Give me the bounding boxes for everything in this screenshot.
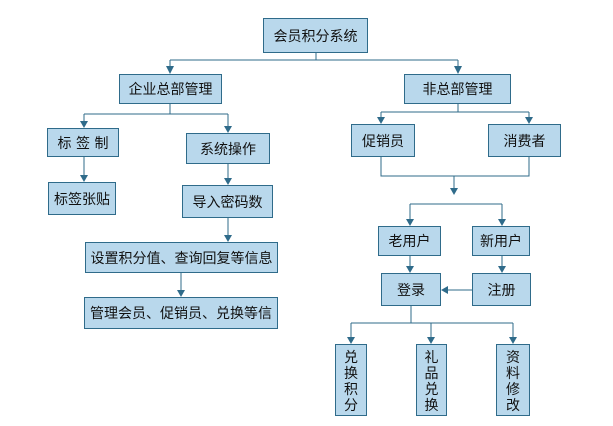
node-profile-edit-char-2: 料	[506, 366, 520, 382]
arrow-to-redeem-points	[347, 337, 355, 344]
node-set-points: 设置积分值、查询回复等信息	[85, 242, 278, 273]
node-gift-redeem-char-1: 礼	[424, 350, 439, 366]
node-consumer: 消费者	[488, 124, 561, 157]
node-manage-members: 管理会员、促销员、兑换等信	[84, 297, 278, 329]
node-redeem-points-char-2: 换	[344, 366, 358, 382]
node-non-hq: 非总部管理	[404, 74, 511, 104]
arrow-to-import-codes	[224, 178, 232, 185]
node-system-ops: 系统操作	[186, 133, 270, 164]
arrow-to-set-points	[224, 235, 232, 242]
edge-root	[169, 53, 459, 68]
arrow-to-promoter	[377, 117, 385, 124]
node-profile-edit-char-3: 修	[506, 382, 520, 398]
arrow-register-to-login	[441, 286, 448, 294]
node-gift-redeem-char-2: 品	[424, 366, 439, 382]
edge-non-hq	[380, 104, 530, 118]
arrow-to-login	[406, 266, 414, 273]
node-register: 注册	[472, 273, 531, 306]
arrow-to-gift-redeem	[427, 337, 435, 344]
edge-merge	[380, 157, 530, 189]
node-profile-edit-char-1: 资	[506, 350, 520, 366]
arrow-to-system-ops	[224, 126, 232, 133]
arrow-to-label-paste	[80, 175, 88, 182]
node-old-user: 老用户	[378, 226, 441, 256]
node-redeem-points-char-3: 积	[344, 382, 358, 398]
node-label-paste: 标签张贴	[48, 182, 116, 215]
edge-login	[350, 306, 514, 338]
node-hq: 企业总部管理	[119, 74, 222, 104]
node-profile-edit: 资 料 修 改	[496, 344, 530, 416]
arrow-to-label-system	[80, 121, 88, 128]
arrow-to-merge	[450, 188, 458, 195]
node-redeem-points-char-1: 兑	[344, 350, 358, 366]
edge-split-users	[409, 203, 503, 220]
node-redeem-points: 兑 换 积 分	[335, 344, 367, 416]
arrow-to-profile-edit	[509, 337, 517, 344]
node-label-system: 标 签 制	[47, 128, 119, 157]
node-redeem-points-char-4: 分	[344, 398, 358, 414]
node-profile-edit-char-4: 改	[506, 398, 520, 414]
arrow-to-hq	[166, 66, 174, 74]
node-gift-redeem-char-4: 换	[424, 398, 439, 414]
node-gift-redeem: 礼 品 兑 换	[416, 344, 447, 416]
node-promoter: 促销员	[351, 124, 415, 157]
node-import-codes: 导入密码数	[182, 185, 273, 218]
node-new-user: 新用户	[472, 226, 530, 256]
arrow-to-manage-members	[177, 290, 185, 297]
node-login: 登录	[381, 273, 441, 306]
edge-hq	[83, 104, 229, 127]
arrow-to-register	[498, 266, 506, 273]
node-root: 会员积分系统	[263, 18, 368, 53]
arrow-to-consumer	[525, 117, 533, 124]
arrow-to-new-user	[498, 219, 506, 226]
arrow-to-old-user	[406, 219, 414, 226]
node-gift-redeem-char-3: 兑	[424, 382, 439, 398]
arrow-to-non-hq	[454, 66, 462, 74]
